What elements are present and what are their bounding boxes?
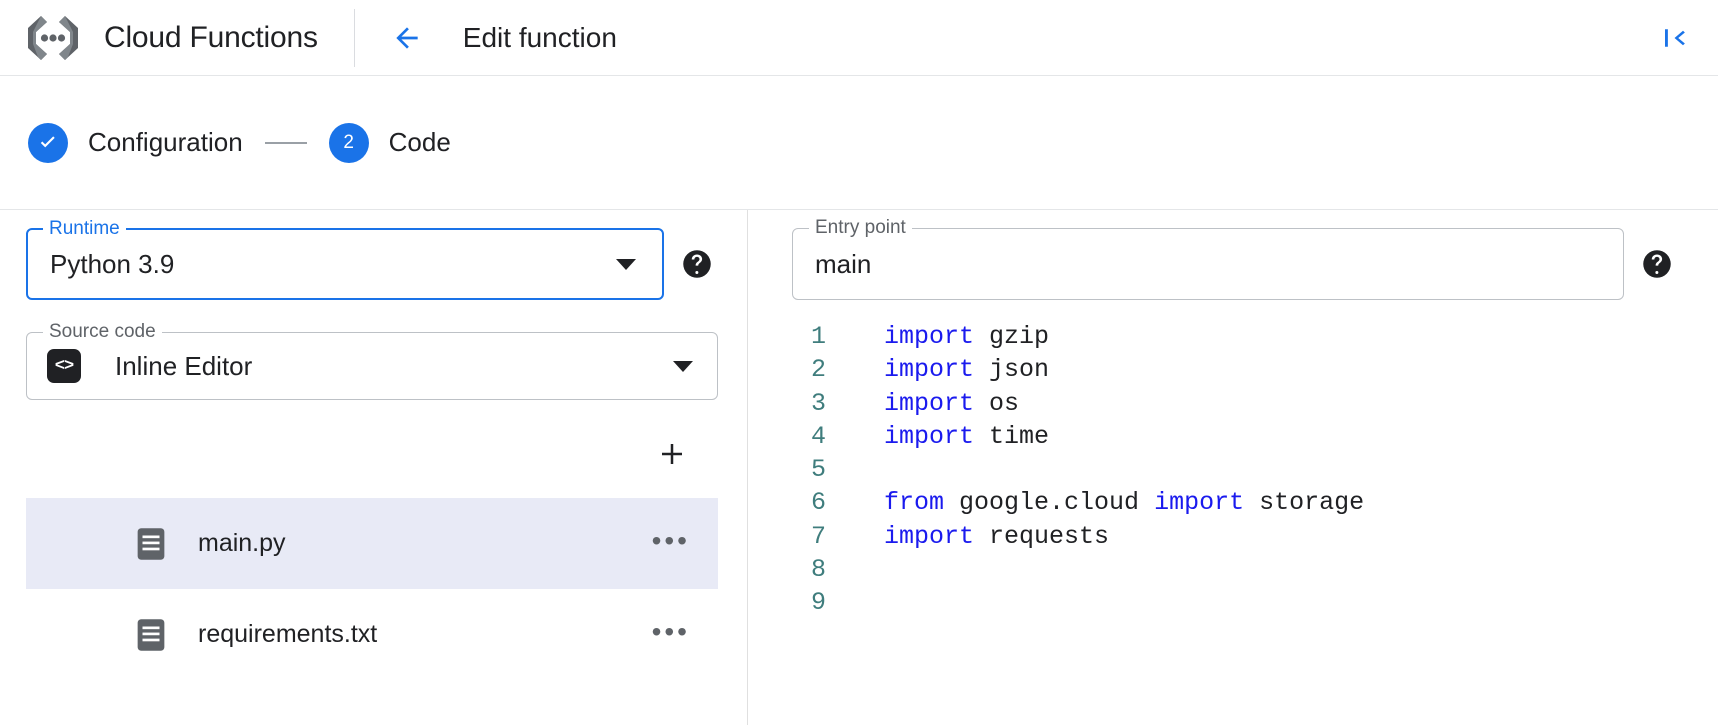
cloud-functions-logo-icon: [28, 15, 78, 60]
code-keyword: import: [884, 322, 975, 351]
code-line-text: import gzip: [826, 320, 1049, 353]
source-code-wrap: Source code <> Inline Editor: [26, 322, 718, 400]
entry-point-help-icon[interactable]: [1642, 249, 1672, 279]
entry-point-row: Entry point main: [792, 218, 1672, 300]
runtime-value: Python 3.9: [50, 248, 175, 279]
code-line: 8: [748, 553, 1718, 586]
file-overflow-menu-button[interactable]: •••: [651, 524, 690, 556]
code-token: gzip: [974, 322, 1050, 351]
code-keyword: import: [1154, 488, 1245, 518]
chevron-down-icon: [616, 258, 636, 270]
file-toolbar: [26, 420, 718, 488]
brand-area[interactable]: Cloud Functions: [0, 0, 318, 75]
wizard-stepper: Configuration 2 Code: [0, 76, 1718, 210]
step-code-marker: 2: [328, 122, 369, 163]
code-line-text: import json: [826, 353, 1049, 386]
file-list-item-requirements-txt[interactable]: requirements.txt •••: [26, 589, 718, 680]
code-line-text: import os: [826, 387, 1019, 420]
source-code-label: Source code: [43, 322, 162, 342]
line-number: 6: [810, 488, 826, 518]
code-token: json: [974, 355, 1050, 385]
code-keyword: import: [884, 388, 975, 418]
step-code-label: Code: [388, 127, 451, 157]
step-configuration-label: Configuration: [88, 127, 243, 157]
arrow-left-icon: [396, 26, 418, 49]
line-number: 9: [810, 588, 826, 618]
runtime-select[interactable]: Runtime Python 3.9: [26, 219, 664, 300]
line-number: 1: [810, 322, 826, 351]
entry-point-input[interactable]: Entry point main: [792, 218, 1624, 300]
step-connector: [264, 141, 307, 144]
line-number: 2: [810, 355, 826, 385]
code-badge-icon: <>: [47, 349, 81, 383]
code-line: 9: [748, 586, 1718, 619]
page-title: Edit function: [462, 21, 617, 53]
code-keyword: from: [884, 488, 945, 518]
file-name: main.py: [198, 529, 286, 557]
step-configuration-marker: [28, 122, 68, 163]
collapse-panel-button[interactable]: [1654, 17, 1696, 59]
app-header: Cloud Functions Edit function: [0, 0, 1718, 76]
source-code-select[interactable]: Source code <> Inline Editor: [26, 322, 718, 400]
code-token: google.cloud: [944, 488, 1155, 518]
code-keyword: import: [884, 521, 975, 551]
code-token: time: [974, 421, 1050, 451]
line-number: 3: [810, 388, 826, 418]
line-number: 5: [810, 455, 826, 485]
file-name: requirements.txt: [198, 620, 378, 648]
file-list-item-main-py[interactable]: main.py •••: [26, 498, 718, 589]
step-configuration[interactable]: Configuration: [28, 122, 243, 163]
code-line-text: import requests: [826, 520, 1109, 553]
line-number: 7: [810, 521, 826, 551]
product-title: Cloud Functions: [104, 20, 318, 54]
code-keyword: import: [884, 421, 975, 451]
file-overflow-menu-button[interactable]: •••: [651, 615, 690, 647]
code-token: storage: [1244, 488, 1365, 518]
left-panel: Runtime Python 3.9 Source code <> Inline…: [0, 210, 748, 725]
chevron-down-icon: [673, 360, 693, 372]
code-line: 5: [748, 453, 1718, 486]
add-file-button[interactable]: [650, 432, 694, 476]
code-line-text: from google.cloud import storage: [826, 486, 1364, 519]
back-button[interactable]: [383, 14, 431, 62]
content-area: Runtime Python 3.9 Source code <> Inline…: [0, 210, 1718, 725]
line-number: 8: [810, 555, 826, 585]
line-number: 4: [810, 421, 826, 451]
header-divider: [353, 8, 355, 67]
file-icon: [137, 527, 165, 560]
source-code-value: Inline Editor: [115, 350, 253, 381]
plus-icon: [662, 444, 682, 464]
step-code[interactable]: 2 Code: [328, 122, 451, 163]
runtime-label: Runtime: [43, 219, 126, 239]
collapse-panel-icon: [1665, 28, 1685, 47]
code-keyword: import: [884, 355, 975, 385]
entry-point-value: main: [815, 248, 872, 279]
code-token: os: [974, 388, 1020, 418]
file-icon: [137, 618, 165, 651]
runtime-row: Runtime Python 3.9: [26, 219, 744, 300]
runtime-help-icon[interactable]: [682, 249, 712, 279]
code-token: requests: [974, 521, 1110, 551]
check-icon: [40, 135, 55, 147]
entry-point-label: Entry point: [809, 218, 912, 238]
code-line-text: import time: [826, 420, 1049, 453]
file-list: main.py ••• requirements.txt •••: [26, 498, 718, 680]
